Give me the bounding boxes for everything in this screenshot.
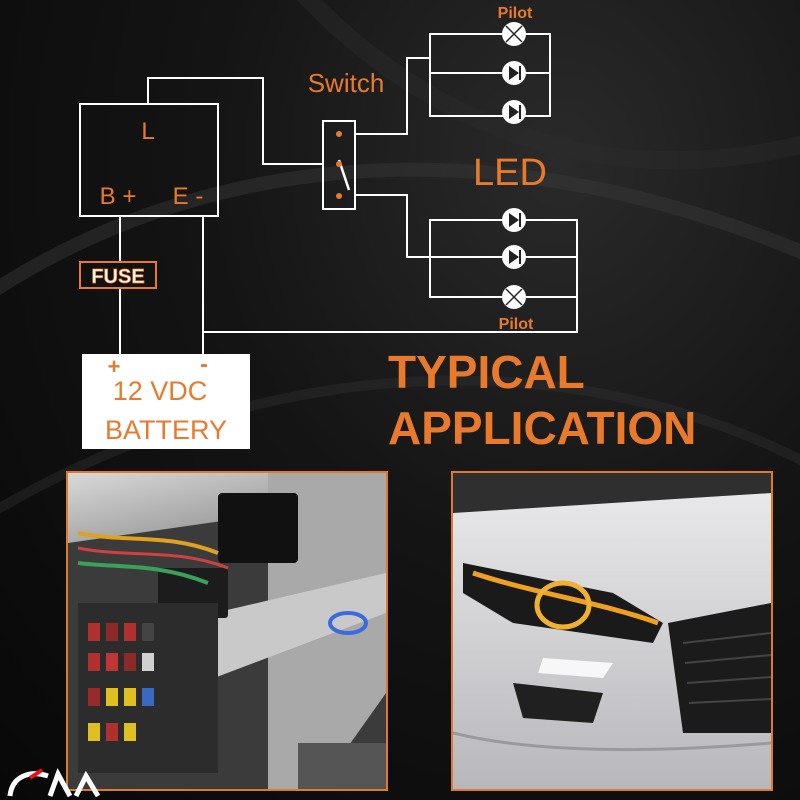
photo-car-headlight — [451, 471, 773, 791]
pilot-top-label: Pilot — [498, 5, 533, 22]
led-diode-icon — [502, 208, 526, 232]
module-l-terminal: L — [141, 118, 154, 145]
switch-label: Switch — [308, 68, 385, 98]
module-e-terminal: E - — [173, 183, 204, 210]
battery-label: BATTERY — [105, 415, 227, 445]
fuse-label: FUSE — [91, 266, 144, 288]
led-diode-icon — [502, 100, 526, 124]
pilot-bottom-label: Pilot — [499, 316, 534, 333]
wiring-diagram: FUSE + - 12 VDC BATTERY L B + E - Switch… — [79, 5, 696, 454]
fuse-box — [79, 261, 157, 289]
battery-minus: - — [200, 351, 208, 378]
led-label: LED — [473, 152, 547, 194]
battery-voltage: 12 VDC — [113, 376, 208, 406]
brand-logo — [7, 767, 101, 798]
battery-box — [82, 354, 250, 449]
heading-line1: TYPICAL — [388, 346, 585, 398]
switch-box — [322, 120, 356, 210]
heading-line2: APPLICATION — [388, 402, 696, 454]
battery-plus: + — [108, 354, 121, 379]
led-diode-icon — [502, 245, 526, 269]
module-b-terminal: B + — [100, 183, 137, 210]
led-diode-icon — [502, 61, 526, 85]
photo-car-interior-fuse-box — [66, 471, 388, 791]
pilot-lamp-icon — [502, 285, 526, 309]
pilot-lamp-icon — [502, 22, 526, 46]
